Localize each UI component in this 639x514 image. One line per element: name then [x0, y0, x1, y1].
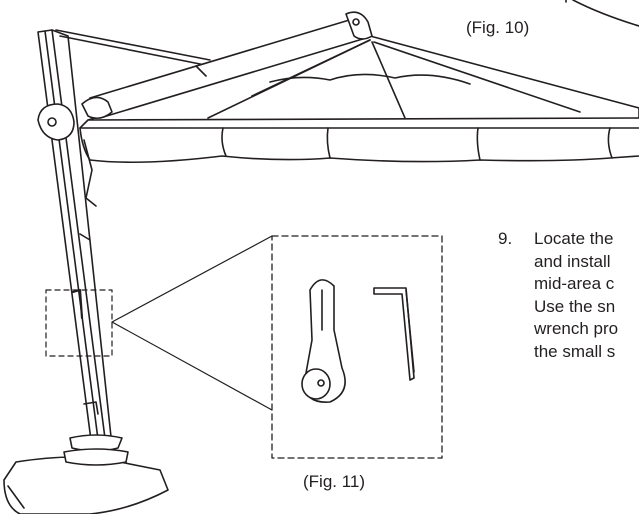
- fig10-caption: (Fig. 10): [466, 18, 530, 37]
- umbrella-pole: [37, 29, 113, 471]
- crank-handle-part: [301, 279, 346, 403]
- step-line: wrench pro: [534, 319, 619, 338]
- umbrella-canopy: [79, 35, 639, 164]
- allen-wrench-part: [373, 287, 415, 381]
- step-text: Locate the and install mid-area c Use th…: [534, 228, 618, 363]
- step-line: and install: [534, 251, 611, 271]
- fig11-detail-box: [271, 235, 443, 459]
- umbrella-arm: [55, 11, 373, 120]
- callout-leader-top: [111, 235, 273, 323]
- pole-callout-box: [45, 289, 113, 357]
- step-number: 9.: [498, 229, 513, 248]
- step-line: the small s: [534, 341, 616, 361]
- fig11-caption: (Fig. 11): [303, 472, 366, 491]
- fig10-detail-arc: [572, 0, 639, 27]
- callout-leader-bottom: [111, 321, 273, 411]
- umbrella-base: [3, 434, 169, 514]
- step-line: Locate the: [534, 229, 614, 248]
- step-line: Use the sn: [534, 296, 616, 316]
- step-line: mid-area c: [534, 274, 615, 293]
